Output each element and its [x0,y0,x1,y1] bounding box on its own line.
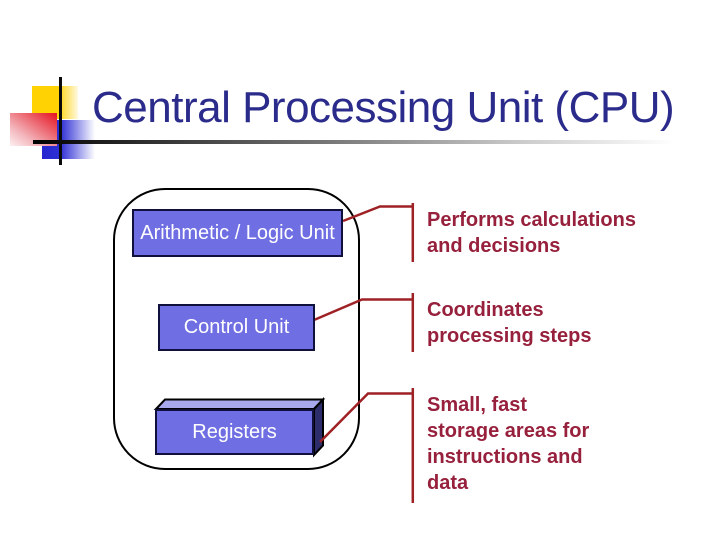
diagram-box-alu-label: Arithmetic / Logic Unit [140,221,335,244]
diagram-box-control-unit-label: Control Unit [183,316,290,338]
annotation-control-unit: Coordinates processing steps [427,297,697,349]
title-underline-rule [33,140,688,144]
annotation-line: instructions and [427,446,583,468]
annotation-line: Small, fast [427,394,528,416]
diagram-box-control-unit: Control Unit [158,304,315,351]
annotation-line: and decisions [427,235,561,257]
cpu-container-shape [113,188,360,470]
annotation-line: storage areas for [427,420,590,442]
annotation-alu: Performs calculations and decisions [427,207,697,259]
diagram-box-registers-label: Registers [192,420,277,443]
annotation-line: data [427,472,469,494]
decoration-vertical-line [59,77,62,165]
slide-title: Central Processing Unit (CPU) [92,83,675,132]
diagram-box-registers: Registers [155,409,314,455]
annotation-line: Coordinates [427,299,544,321]
annotation-line: processing steps [427,325,592,347]
annotation-line: Performs calculations [427,209,636,231]
diagram-box-alu: Arithmetic / Logic Unit [132,209,343,257]
annotation-registers: Small, fast storage areas for instructio… [427,392,697,496]
